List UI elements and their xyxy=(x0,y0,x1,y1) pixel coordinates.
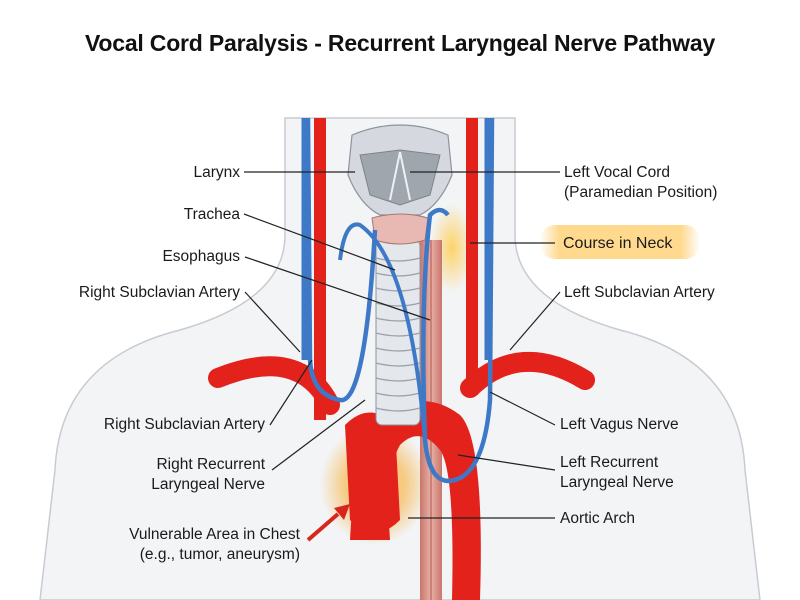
larynx-shape xyxy=(347,124,453,245)
label-course-in-neck: Course in Neck xyxy=(563,235,673,252)
label-trachea: Trachea xyxy=(184,206,241,223)
label-right-subclavian-artery-upper: Right Subclavian Artery xyxy=(79,284,240,301)
label-left-recurrent-laryngeal-nerve-line2: Laryngeal Nerve xyxy=(560,474,674,491)
label-right-recurrent-laryngeal-nerve-line1: Right Recurrent xyxy=(156,456,265,473)
label-larynx: Larynx xyxy=(193,164,240,181)
label-left-recurrent-laryngeal-nerve-line1: Left Recurrent xyxy=(560,454,659,471)
course-in-neck-highlight xyxy=(540,225,700,259)
label-vulnerable-area-line1: Vulnerable Area in Chest xyxy=(129,526,301,543)
label-vulnerable-area-line2: (e.g., tumor, aneurysm) xyxy=(140,546,300,563)
label-esophagus: Esophagus xyxy=(162,248,240,265)
left-subclavian-artery-shape xyxy=(460,351,595,398)
trachea-shape xyxy=(375,239,421,426)
vulnerable-area-arrow xyxy=(306,504,350,542)
label-aortic-arch: Aortic Arch xyxy=(560,510,635,527)
leader-lines xyxy=(243,171,561,519)
label-left-vagus-nerve: Left Vagus Nerve xyxy=(560,416,679,433)
label-right-recurrent-laryngeal-nerve-line2: Laryngeal Nerve xyxy=(151,476,265,493)
left-recurrent-laryngeal-nerve-shape xyxy=(338,222,427,441)
label-left-vocal-cord-line2: (Paramedian Position) xyxy=(564,184,717,201)
label-left-vocal-cord-line1: Left Vocal Cord xyxy=(564,164,670,181)
right-vagus-nerve xyxy=(305,117,378,403)
label-left-subclavian-artery: Left Subclavian Artery xyxy=(564,284,715,301)
label-right-subclavian-artery-lower: Right Subclavian Artery xyxy=(104,416,265,433)
page-title: Vocal Cord Paralysis - Recurrent Larynge… xyxy=(84,30,716,56)
